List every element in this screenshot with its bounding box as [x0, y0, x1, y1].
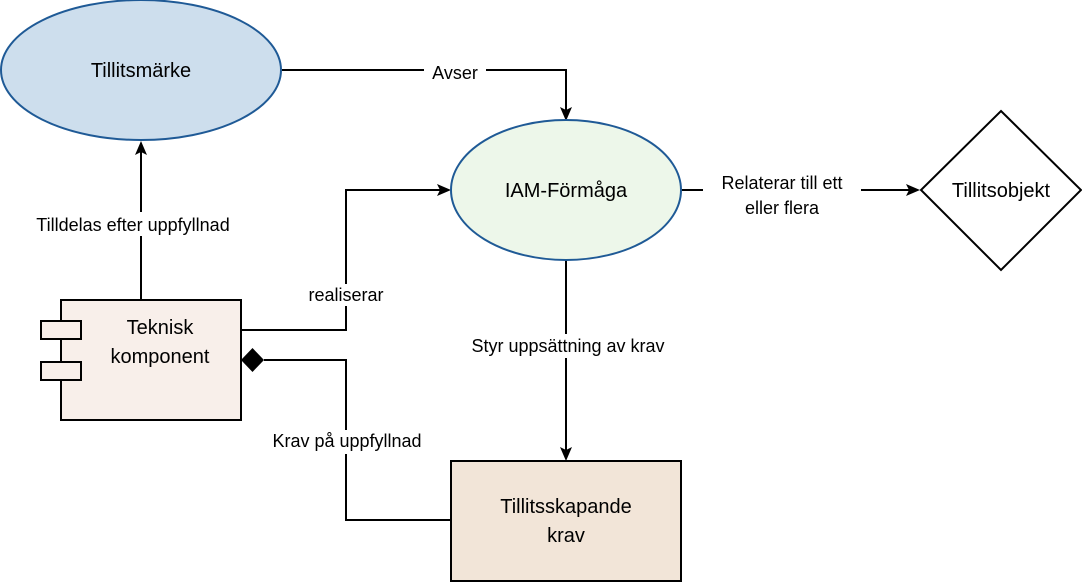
tillitsskapande-krav-label-line2: krav — [547, 525, 585, 547]
node-teknisk-komponent: Teknisk komponent — [40, 299, 242, 421]
tillitsobjekt-label: Tillitsobjekt — [952, 180, 1051, 202]
tillitsmarke-ellipse — [0, 0, 282, 141]
iam-formaga-label: IAM-Förmåga — [505, 180, 628, 202]
edge-label-relaterar-line2: eller flera — [745, 198, 820, 218]
component-port-bottom — [40, 361, 82, 381]
edge-krav: Krav på uppfyllnad — [241, 348, 451, 521]
edge-label-krav: Krav på uppfyllnad — [272, 431, 421, 451]
teknisk-komponent-body — [60, 299, 242, 421]
edge-label-realiserar: realiserar — [308, 285, 383, 305]
edge-label-relaterar-line1: Relaterar till ett — [721, 173, 842, 193]
edge-styr: Styr uppsättning av krav — [446, 260, 690, 461]
tillitsobjekt-diamond — [919, 109, 1082, 272]
edge-tilldelas: Tilldelas efter uppfyllnad — [12, 141, 252, 300]
node-tillitsskapande-krav: Tillitsskapande krav — [450, 460, 682, 582]
component-port-top — [40, 320, 82, 340]
teknisk-komponent-label-line1: Teknisk — [127, 317, 195, 339]
node-tillitsmarke: Tillitsmärke — [0, 0, 282, 141]
edge-label-styr: Styr uppsättning av krav — [471, 336, 664, 356]
node-iam-formaga: IAM-Förmåga — [450, 119, 682, 261]
composition-diamond — [241, 348, 264, 372]
edge-label-avser: Avser — [432, 63, 478, 83]
tillitsskapande-krav-label-line1: Tillitsskapande — [500, 496, 632, 518]
edge-label-tilldelas: Tilldelas efter uppfyllnad — [36, 215, 229, 235]
edge-relaterar: Relaterar till ett eller flera — [681, 170, 920, 220]
node-tillitsobjekt: Tillitsobjekt — [919, 109, 1082, 272]
edge-avser: Avser — [282, 62, 572, 121]
edge-realiserar: realiserar — [241, 184, 451, 331]
teknisk-komponent-label-line2: komponent — [111, 346, 210, 368]
tillitsmarke-label: Tillitsmärke — [91, 60, 191, 82]
tillitsskapande-krav-box — [450, 460, 682, 582]
iam-formaga-ellipse — [450, 119, 682, 261]
